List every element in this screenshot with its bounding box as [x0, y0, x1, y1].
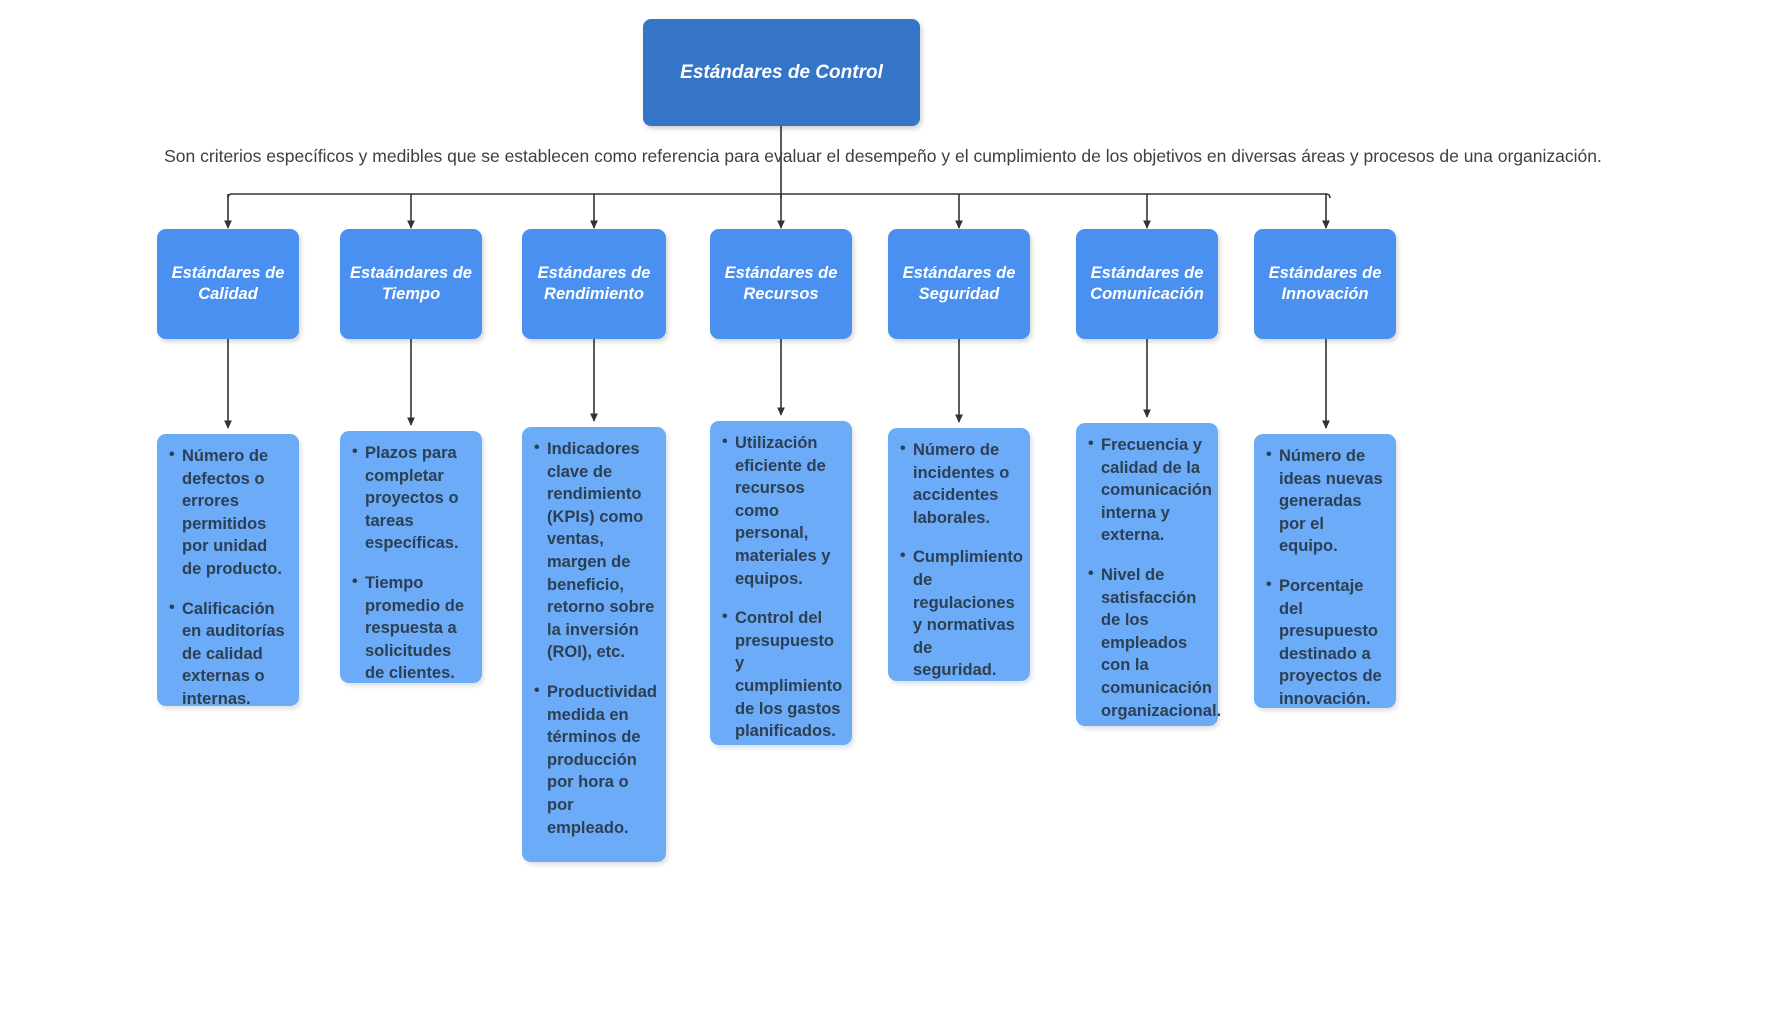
- list-item: • Nivel de satisfacción de los empleados…: [1088, 564, 1222, 722]
- bullet-icon: •: [534, 439, 540, 456]
- category-node-comunicacion[interactable]: Estándares de Comunicación: [1076, 229, 1218, 339]
- list-item: • Número de defectos o errores permitido…: [169, 445, 289, 581]
- root-node-label: Estándares de Control: [680, 61, 883, 83]
- list-item-text: Indicadores clave de rendimiento (KPIs) …: [547, 440, 655, 662]
- leaf-list: • Número de defectos o errores permitido…: [169, 445, 289, 711]
- leaf-list: • Plazos para completar proyectos o tare…: [352, 442, 472, 685]
- list-item-text: Productividad medida en términos de prod…: [547, 682, 658, 837]
- bullet-icon: •: [1266, 575, 1272, 593]
- list-item-text: Calificación en auditorías de calidad ex…: [182, 599, 285, 708]
- root-node-estandares-de-control[interactable]: Estándares de Control: [643, 19, 920, 126]
- leaf-list: • Utilización eficiente de recursos como…: [722, 432, 842, 743]
- list-item: • Indicadores clave de rendimiento (KPIs…: [534, 438, 656, 664]
- list-item-text: Nivel de satisfacción de los empleados c…: [1101, 565, 1222, 720]
- bullet-icon: •: [722, 608, 728, 626]
- category-node-label: Estándares de Rendimiento: [537, 263, 651, 303]
- list-item-text: Cumplimiento de regulaciones y normativa…: [913, 548, 1023, 680]
- leaf-node-seguridad[interactable]: • Número de incidentes o accidentes labo…: [888, 428, 1030, 681]
- leaf-node-innovacion[interactable]: • Número de ideas nuevas generadas por e…: [1254, 434, 1396, 708]
- category-node-label: Estándares de Comunicación: [1090, 263, 1204, 303]
- list-item-text: Plazos para completar proyectos o tareas…: [365, 444, 459, 553]
- list-item: • Calificación en auditorías de calidad …: [169, 598, 289, 711]
- leaf-node-recursos[interactable]: • Utilización eficiente de recursos como…: [710, 421, 852, 745]
- list-item-text: Número de ideas nuevas generadas por el …: [1279, 447, 1383, 556]
- bullet-icon: •: [900, 440, 906, 457]
- category-node-rendimiento[interactable]: Estándares de Rendimiento: [522, 229, 666, 339]
- leaf-list: • Indicadores clave de rendimiento (KPIs…: [534, 438, 658, 839]
- list-item-text: Número de incidentes o accidentes labora…: [913, 441, 1010, 527]
- list-item-text: Control del presupuesto y cumplimiento d…: [735, 609, 843, 741]
- leaf-list: • Número de ideas nuevas generadas por e…: [1266, 445, 1386, 711]
- category-node-calidad[interactable]: Estándares de Calidad: [157, 229, 299, 339]
- leaf-node-tiempo[interactable]: • Plazos para completar proyectos o tare…: [340, 431, 482, 683]
- list-item-text: Utilización eficiente de recursos como p…: [735, 434, 831, 588]
- bullet-icon: •: [900, 547, 906, 565]
- category-node-label: Estándares de Recursos: [724, 263, 838, 303]
- list-item: • Cumplimiento de regulaciones y normati…: [900, 546, 1023, 682]
- list-item: • Porcentaje del presupuesto destinado a…: [1266, 575, 1386, 711]
- list-item: • Plazos para completar proyectos o tare…: [352, 442, 472, 555]
- bullet-icon: •: [352, 443, 358, 460]
- bullet-icon: •: [534, 681, 540, 699]
- list-item: • Frecuencia y calidad de la comunicació…: [1088, 434, 1212, 547]
- list-item-text: Frecuencia y calidad de la comunicación …: [1101, 436, 1212, 545]
- bullet-icon: •: [1088, 435, 1094, 452]
- category-node-tiempo[interactable]: Estaándares de Tiempo: [340, 229, 482, 339]
- category-node-seguridad[interactable]: Estándares de Seguridad: [888, 229, 1030, 339]
- leaf-node-rendimiento[interactable]: • Indicadores clave de rendimiento (KPIs…: [522, 427, 666, 862]
- list-item: • Número de ideas nuevas generadas por e…: [1266, 445, 1386, 558]
- leaf-list: • Frecuencia y calidad de la comunicació…: [1088, 434, 1222, 722]
- list-item-text: Número de defectos o errores permitidos …: [182, 447, 282, 578]
- bullet-icon: •: [1266, 446, 1272, 463]
- diagram-description: Son criterios específicos y medibles que…: [164, 146, 1602, 166]
- category-node-innovacion[interactable]: Estándares de Innovación: [1254, 229, 1396, 339]
- list-item: • Control del presupuesto y cumplimiento…: [722, 607, 842, 743]
- list-item: • Utilización eficiente de recursos como…: [722, 432, 842, 590]
- bullet-icon: •: [722, 433, 728, 450]
- bullet-icon: •: [352, 572, 358, 590]
- list-item: • Productividad medida en términos de pr…: [534, 681, 658, 839]
- leaf-node-comunicacion[interactable]: • Frecuencia y calidad de la comunicació…: [1076, 423, 1222, 726]
- leaf-list: • Número de incidentes o accidentes labo…: [900, 439, 1023, 682]
- category-node-label: Estándares de Innovación: [1268, 263, 1382, 303]
- category-node-label: Estándares de Calidad: [171, 263, 285, 303]
- list-item: • Número de incidentes o accidentes labo…: [900, 439, 1020, 529]
- bullet-icon: •: [169, 446, 175, 463]
- list-item: • Tiempo promedio de respuesta a solicit…: [352, 572, 472, 685]
- list-item-text: Porcentaje del presupuesto destinado a p…: [1279, 576, 1382, 708]
- bullet-icon: •: [169, 598, 175, 616]
- category-node-label: Estándares de Seguridad: [902, 263, 1016, 303]
- list-item-text: Tiempo promedio de respuesta a solicitud…: [365, 573, 465, 683]
- bullet-icon: •: [1088, 564, 1094, 582]
- category-node-recursos[interactable]: Estándares de Recursos: [710, 229, 852, 339]
- category-node-label: Estaándares de Tiempo: [350, 263, 472, 303]
- leaf-node-calidad[interactable]: • Número de defectos o errores permitido…: [157, 434, 299, 708]
